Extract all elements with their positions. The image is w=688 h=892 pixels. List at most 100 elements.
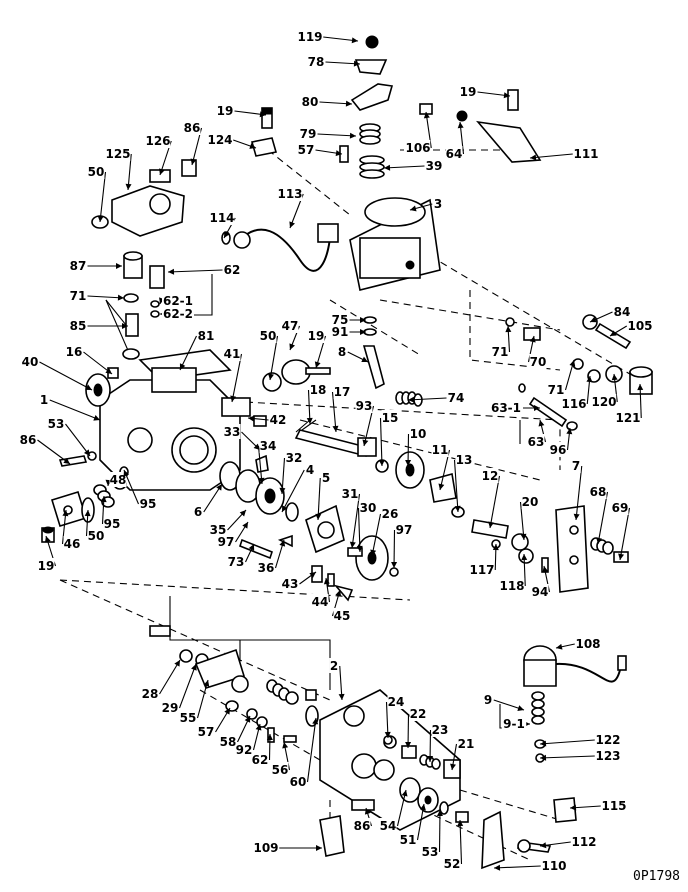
part-number-label: 28 [142, 687, 159, 701]
label-backing [271, 762, 289, 777]
leader-line [167, 269, 223, 273]
leader-arrow [249, 143, 256, 149]
callout-36: 36 [257, 539, 286, 575]
leader-arrow [93, 414, 100, 421]
leader-arrow [116, 263, 122, 269]
label-backing [387, 694, 405, 709]
leader-arrow [168, 268, 175, 275]
leader-arrow [534, 405, 540, 411]
leader-arrow [494, 864, 501, 871]
leader-line [83, 351, 113, 375]
part-number-label: 116 [561, 397, 586, 411]
leader-arrow [100, 496, 107, 503]
callout-12: 12 [481, 468, 501, 529]
part-number-label: 87 [70, 259, 87, 273]
label-backing [223, 424, 241, 439]
part-number-label: 122 [595, 733, 620, 747]
callout-18: 18 [306, 382, 327, 425]
label-backing [459, 84, 477, 99]
leader-arrow [586, 376, 593, 383]
leader-arrow [618, 553, 625, 560]
callout-13: 13 [453, 452, 473, 513]
callout-60: 60 [289, 717, 319, 789]
leader-arrow [488, 521, 495, 528]
callout-63: 63 [527, 419, 547, 449]
leader-arrow [44, 536, 51, 543]
label-backing [571, 834, 597, 849]
leader-arrow [63, 458, 70, 464]
label-backing [433, 196, 443, 211]
leader-arrow [356, 545, 363, 552]
leader-arrow [517, 705, 524, 711]
leader-arrow [85, 384, 92, 390]
label-backing [615, 410, 641, 425]
label-backing [381, 410, 399, 425]
leader-arrow [268, 373, 274, 380]
part-number-label: 114 [209, 211, 234, 225]
leader-arrow [266, 734, 273, 741]
label-backing [613, 304, 631, 319]
part-number-label: 117 [469, 563, 494, 577]
leader-arrow [454, 505, 461, 512]
parts-top [91, 35, 542, 291]
callout-50: 50 [87, 164, 107, 223]
label-backing [281, 318, 299, 333]
callout-86: 86 [19, 432, 71, 465]
part-number-label: 118 [499, 579, 524, 593]
label-backing [281, 576, 299, 591]
callout-63-1: 63-1 [490, 400, 540, 415]
part-number-label: 56 [272, 763, 289, 777]
leader-arrow [401, 790, 408, 797]
leader-line [519, 501, 525, 541]
callout-58: 58 [219, 715, 251, 749]
leader-arrow [556, 643, 563, 650]
callout-95: 95 [100, 495, 121, 531]
leader-line [49, 399, 101, 421]
label-backing [257, 560, 275, 575]
callout-62-1: 62-1 [159, 293, 194, 308]
label-backing [179, 710, 197, 725]
leader-arrow [361, 356, 368, 363]
label-backing [307, 54, 325, 69]
label-backing [359, 500, 377, 515]
callout-43: 43 [281, 571, 317, 591]
part-number-label: 50 [88, 165, 105, 179]
callout-51: 51 [399, 803, 426, 847]
callout-22: 22 [405, 706, 427, 749]
callout-50: 50 [84, 509, 105, 543]
part-number-label: 3 [434, 197, 442, 211]
part-number-label: 111 [573, 147, 598, 161]
callout-106: 106 [405, 111, 432, 155]
callout-81: 81 [179, 328, 215, 371]
leader-arrow [349, 541, 356, 548]
part-number-label: 18 [310, 383, 327, 397]
callout-126: 126 [145, 133, 172, 176]
leader-arrow [122, 323, 128, 329]
callout-41: 41 [223, 346, 243, 403]
callout-78: 78 [307, 54, 361, 69]
label-backing [209, 210, 235, 225]
figure-code: 0P1798 [633, 869, 680, 884]
label-backing [47, 416, 65, 431]
part-number-label: 95 [104, 517, 121, 531]
part-number-label: 43 [282, 577, 299, 591]
callout-4: 4 [281, 462, 315, 513]
label-backing [109, 472, 127, 487]
part-number-label: 62 [224, 263, 241, 277]
leader-line [65, 423, 91, 457]
leader-line [416, 803, 425, 841]
part-number-label: 123 [595, 749, 620, 763]
label-backing [549, 442, 567, 457]
leader-line [385, 701, 389, 739]
part-number-label: 51 [400, 833, 417, 847]
callout-48: 48 [105, 472, 127, 487]
leader-line [383, 165, 425, 169]
callout-111: 111 [529, 146, 599, 161]
leader-arrow [492, 544, 499, 551]
part-number-label: 125 [105, 147, 130, 161]
part-number-label: 60 [290, 775, 307, 789]
callout-71: 71 [491, 325, 512, 359]
label-backing [219, 734, 237, 749]
part-number-label: 91 [332, 325, 349, 339]
